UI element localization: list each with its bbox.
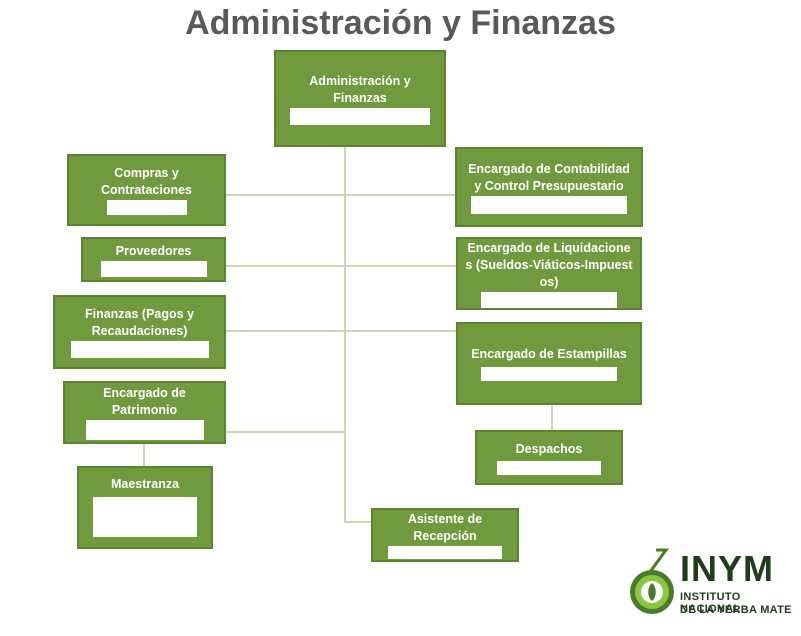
node-label: Encargado de Contabilidad y Control Pres…: [468, 161, 630, 193]
inym-mate-logo-icon: [630, 548, 674, 614]
node-label: Compras y Contrataciones: [101, 166, 192, 197]
redacted-name: [471, 195, 627, 214]
redacted-name: [388, 546, 502, 559]
connector-asistente: [344, 521, 372, 523]
brand-line-1: INSTITUTO NACIONAL: [680, 591, 741, 615]
page-title: Administración y Finanzas: [185, 4, 616, 42]
brand-name: INYM: [680, 548, 774, 589]
connector-finanzas-estampillas: [226, 330, 456, 332]
node-label: Encargado de Liquidaciones (Sueldos-Viát…: [465, 240, 633, 289]
redacted-name: [100, 260, 207, 277]
connector-patrimonio-maestranza: [143, 444, 145, 468]
node-encargado-estampillas: Encargado de Estampillas: [456, 322, 642, 405]
redacted-name: [497, 460, 601, 475]
node-asistente-recepcion: Asistente de Recepción: [371, 508, 519, 562]
redacted-name: [481, 291, 617, 308]
node-encargado-patrimonio: Encargado de Patrimonio: [63, 381, 226, 444]
connector-patrimonio: [226, 431, 345, 433]
connector-compras-contabilidad: [226, 194, 455, 196]
redacted-name: [85, 420, 204, 440]
node-label: Asistente de Recepción: [407, 512, 483, 543]
redacted-name: [93, 497, 197, 537]
node-label: Administración y Finanzas: [309, 73, 411, 105]
node-despachos: Despachos: [475, 430, 623, 485]
node-encargado-liquidaciones: Encargado de Liquidaciones (Sueldos-Viát…: [456, 237, 642, 310]
connector-trunk: [344, 147, 346, 523]
connector-estampillas-despachos: [551, 405, 553, 431]
node-label: Finanzas (Pagos y Recaudaciones): [84, 307, 195, 338]
node-administracion-finanzas: Administración y Finanzas: [274, 50, 446, 147]
node-compras-contrataciones: Compras y Contrataciones: [67, 154, 226, 226]
connector-proveedores-liquidaciones: [226, 265, 456, 267]
node-label: Despachos: [515, 441, 583, 456]
node-proveedores: Proveedores: [81, 237, 226, 282]
node-label: Encargado de Estampillas: [471, 347, 627, 361]
redacted-name: [481, 367, 617, 381]
node-label: Encargado de Patrimonio: [103, 386, 186, 417]
node-label: Proveedores: [115, 243, 192, 258]
redacted-name: [106, 200, 187, 215]
node-finanzas-pagos: Finanzas (Pagos y Recaudaciones): [53, 295, 226, 369]
redacted-name: [290, 107, 430, 125]
node-encargado-contabilidad: Encargado de Contabilidad y Control Pres…: [455, 147, 643, 227]
node-label: Maestranza: [110, 477, 180, 491]
node-maestranza: Maestranza: [77, 466, 213, 549]
redacted-name: [70, 341, 209, 358]
brand-line-2: DE LA YERBA MATE: [680, 604, 792, 616]
